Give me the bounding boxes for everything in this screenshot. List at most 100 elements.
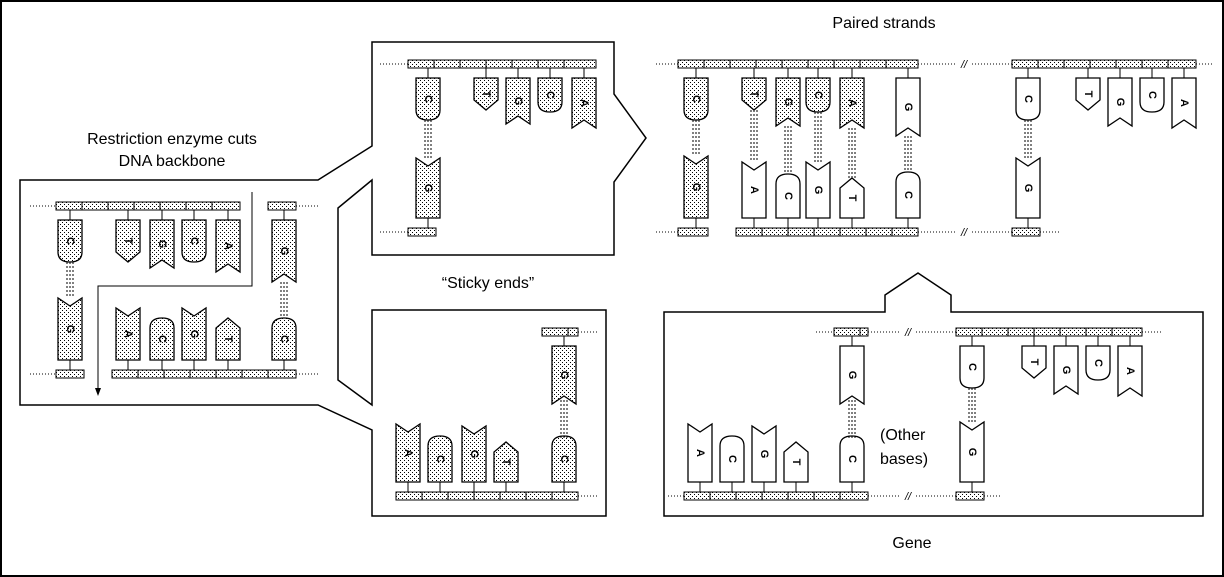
gene-bot-right-backbone: [956, 492, 984, 500]
base-g: G: [1016, 158, 1040, 228]
svg-text:A: A: [1124, 367, 1136, 375]
base-t: T: [494, 442, 518, 492]
svg-text:G: G: [902, 103, 914, 112]
base-a: A: [116, 308, 140, 370]
base-t: T: [742, 68, 766, 110]
base-a: A: [688, 424, 712, 492]
svg-text:C: C: [1022, 95, 1034, 103]
svg-text:G: G: [1060, 366, 1072, 375]
base-c: C: [1086, 336, 1110, 380]
base-a: A: [1118, 336, 1142, 396]
base-a: A: [572, 68, 596, 128]
base-g: G: [806, 162, 830, 228]
svg-text:G: G: [64, 325, 76, 334]
base-a: A: [840, 68, 864, 128]
strand-break-mark: //: [904, 327, 912, 339]
svg-text:C: C: [902, 191, 914, 199]
hydrogen-bond: [969, 388, 975, 424]
sticky-ends-label: “Sticky ends”: [442, 275, 534, 292]
svg-text:G: G: [156, 240, 168, 249]
other-bases-label-line2: bases): [880, 451, 928, 468]
svg-text:C: C: [966, 363, 978, 371]
svg-text:T: T: [1028, 359, 1040, 366]
base-g: G: [552, 336, 576, 404]
svg-text:G: G: [812, 186, 824, 195]
svg-text:G: G: [846, 371, 858, 380]
svg-text:C: C: [434, 455, 446, 463]
cut-top-backbone: [56, 202, 240, 210]
hydrogen-bond: [785, 126, 791, 174]
svg-text:C: C: [1092, 359, 1104, 367]
strand-break-mark: //: [904, 491, 912, 503]
gene-panel-outline: [664, 273, 1203, 516]
svg-text:T: T: [122, 238, 134, 245]
hydrogen-bond: [849, 128, 855, 178]
paired-top-backbone: [678, 60, 918, 68]
svg-text:C: C: [1146, 91, 1158, 99]
base-g: G: [1108, 68, 1132, 126]
paired-bot-left-backbone: [678, 228, 708, 236]
svg-text:C: C: [156, 335, 168, 343]
restriction-label-line1: Restriction enzyme cuts: [87, 131, 257, 148]
base-g: G: [150, 210, 174, 268]
base-c: C: [896, 172, 920, 228]
hydrogen-bond: [561, 400, 567, 440]
svg-text:C: C: [422, 95, 434, 103]
hydrogen-bond: [905, 136, 911, 172]
cut-bot-left-backbone: [56, 370, 84, 378]
svg-text:G: G: [1022, 184, 1034, 193]
base-c: C: [960, 336, 984, 388]
svg-text:A: A: [578, 99, 590, 107]
base-c: C: [150, 318, 174, 370]
strand-break-mark: //: [960, 227, 968, 239]
base-c: C: [1016, 68, 1040, 120]
sticky-top-bot-backbone: [408, 228, 436, 236]
base-t: T: [116, 210, 140, 262]
base-g: G: [416, 158, 440, 228]
base-g: G: [684, 156, 708, 228]
base-t: T: [1022, 336, 1046, 378]
base-c: C: [720, 436, 744, 492]
svg-text:A: A: [846, 99, 858, 107]
base-g: G: [462, 426, 486, 492]
svg-text:G: G: [468, 450, 480, 459]
svg-text:C: C: [64, 237, 76, 245]
base-g: G: [960, 422, 984, 492]
svg-text:C: C: [690, 95, 702, 103]
svg-text:A: A: [694, 449, 706, 457]
svg-text:G: G: [690, 183, 702, 192]
base-c: C: [776, 174, 800, 228]
gene-top-backbone: [956, 328, 1142, 336]
base-g: G: [840, 336, 864, 404]
base-g: G: [1054, 336, 1078, 394]
svg-text:A: A: [748, 186, 760, 194]
hydrogen-bond: [849, 400, 855, 440]
hydrogen-bond: [815, 112, 821, 162]
svg-text:A: A: [122, 330, 134, 338]
svg-text:G: G: [422, 184, 434, 193]
paired-strands-label: Paired strands: [832, 15, 935, 32]
svg-text:T: T: [500, 459, 512, 466]
svg-text:C: C: [188, 237, 200, 245]
base-g: G: [272, 210, 296, 282]
base-t: T: [784, 442, 808, 492]
svg-text:T: T: [846, 195, 858, 202]
base-t: T: [840, 178, 864, 228]
sticky-top-backbone: [408, 60, 596, 68]
base-a: A: [1172, 68, 1196, 128]
paired-top-right-backbone: [1012, 60, 1196, 68]
base-g: G: [896, 68, 920, 136]
cut-top-right-backbone: [268, 202, 296, 210]
base-g: G: [752, 426, 776, 492]
strand-break-mark: //: [960, 59, 968, 71]
sticky-bot-backbone: [396, 492, 578, 500]
base-g: G: [58, 298, 82, 370]
svg-text:C: C: [782, 192, 794, 200]
base-c: C: [58, 210, 82, 262]
gene-label: Gene: [892, 535, 931, 552]
svg-text:T: T: [748, 91, 760, 98]
svg-text:G: G: [758, 450, 770, 459]
base-a: A: [742, 162, 766, 228]
base-g: G: [506, 68, 530, 124]
paired-bot-backbone: [736, 228, 918, 236]
